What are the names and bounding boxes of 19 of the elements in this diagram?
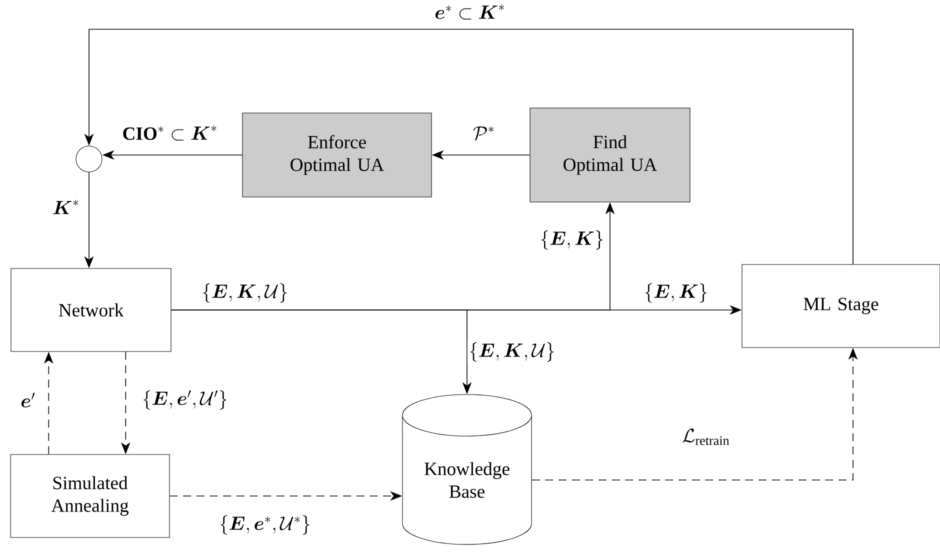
edge-label: $\boldsymbol{e}^{*}\subset\boldsymbol{K}^{*}$ <box>433 3 507 21</box>
junction-circle <box>76 146 102 172</box>
edge-label: $\mathcal{P}^{*}$ <box>472 125 496 141</box>
edge-label: $\{\boldsymbol{E},\boldsymbol{e}^{*},\mathcal{U}^{*}\}$ <box>218 514 312 536</box>
process-box: Network <box>10 268 172 352</box>
edge-label: $\{\boldsymbol{E},\boldsymbol{K},\mathcal{U}\}$ <box>467 341 557 363</box>
data-label: $\{\boldsymbol{E},\boldsymbol{K},\mathcal{U}\}$ <box>200 282 290 304</box>
edge-label: $\boldsymbol{K}^{*}$ <box>51 198 81 216</box>
process-box: Find Optimal UA <box>530 108 690 202</box>
edge-label: $\boldsymbol{e}'$ <box>19 391 37 409</box>
edge-label: $\mathcal{L}_{\mathrm{retrain}}$ <box>680 428 732 446</box>
process-box: Enforce Optimal UA <box>242 112 432 198</box>
process-box: ML Stage <box>742 264 940 348</box>
edge-label: $\mathbf{CIO}^{*}\subset\boldsymbol{K}^{*}$ <box>120 124 220 142</box>
database-cylinder: Knowledge Base <box>402 394 532 545</box>
edge-label: $\{\boldsymbol{E},\boldsymbol{K}\}$ <box>538 229 606 251</box>
process-box: Simulated Annealing <box>10 454 170 538</box>
edge-label: $\{\boldsymbol{E},\boldsymbol{e}',\mathcal{U}'\}$ <box>140 389 230 411</box>
edge-label: $\{\boldsymbol{E},\boldsymbol{K}\}$ <box>642 282 710 304</box>
